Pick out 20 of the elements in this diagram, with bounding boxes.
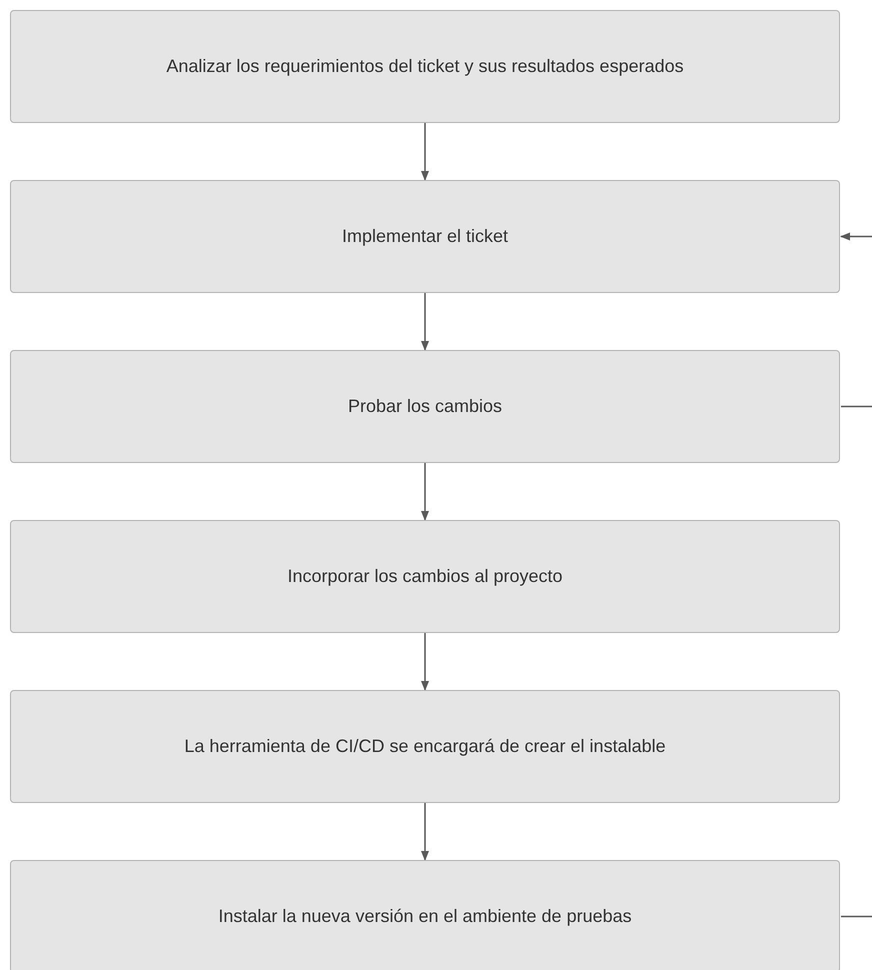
arrow bbox=[840, 232, 872, 240]
arrow bbox=[421, 293, 429, 351]
process-box bbox=[10, 860, 840, 970]
step-text: Incorporar los cambios al proyecto bbox=[286, 566, 564, 587]
process-box bbox=[10, 690, 840, 803]
process-box bbox=[10, 10, 840, 123]
arrow bbox=[421, 803, 429, 861]
step-text: La herramienta de CI/CD se encargará de crear el instalable bbox=[183, 736, 667, 757]
connector-line bbox=[841, 916, 872, 918]
arrow bbox=[421, 633, 429, 691]
step-text: Implementar el ticket bbox=[340, 226, 510, 247]
step-text: Analizar los requerimientos del ticket y sus resultados esperados bbox=[165, 56, 685, 77]
arrow bbox=[421, 463, 429, 521]
process-box bbox=[10, 350, 840, 463]
step-text: Probar los cambios bbox=[346, 396, 504, 417]
process-box bbox=[10, 520, 840, 633]
step-text: Instalar la nueva versión en el ambiente de pruebas bbox=[217, 906, 633, 927]
connector-line bbox=[841, 406, 872, 408]
process-box bbox=[10, 180, 840, 293]
arrow bbox=[421, 123, 429, 181]
